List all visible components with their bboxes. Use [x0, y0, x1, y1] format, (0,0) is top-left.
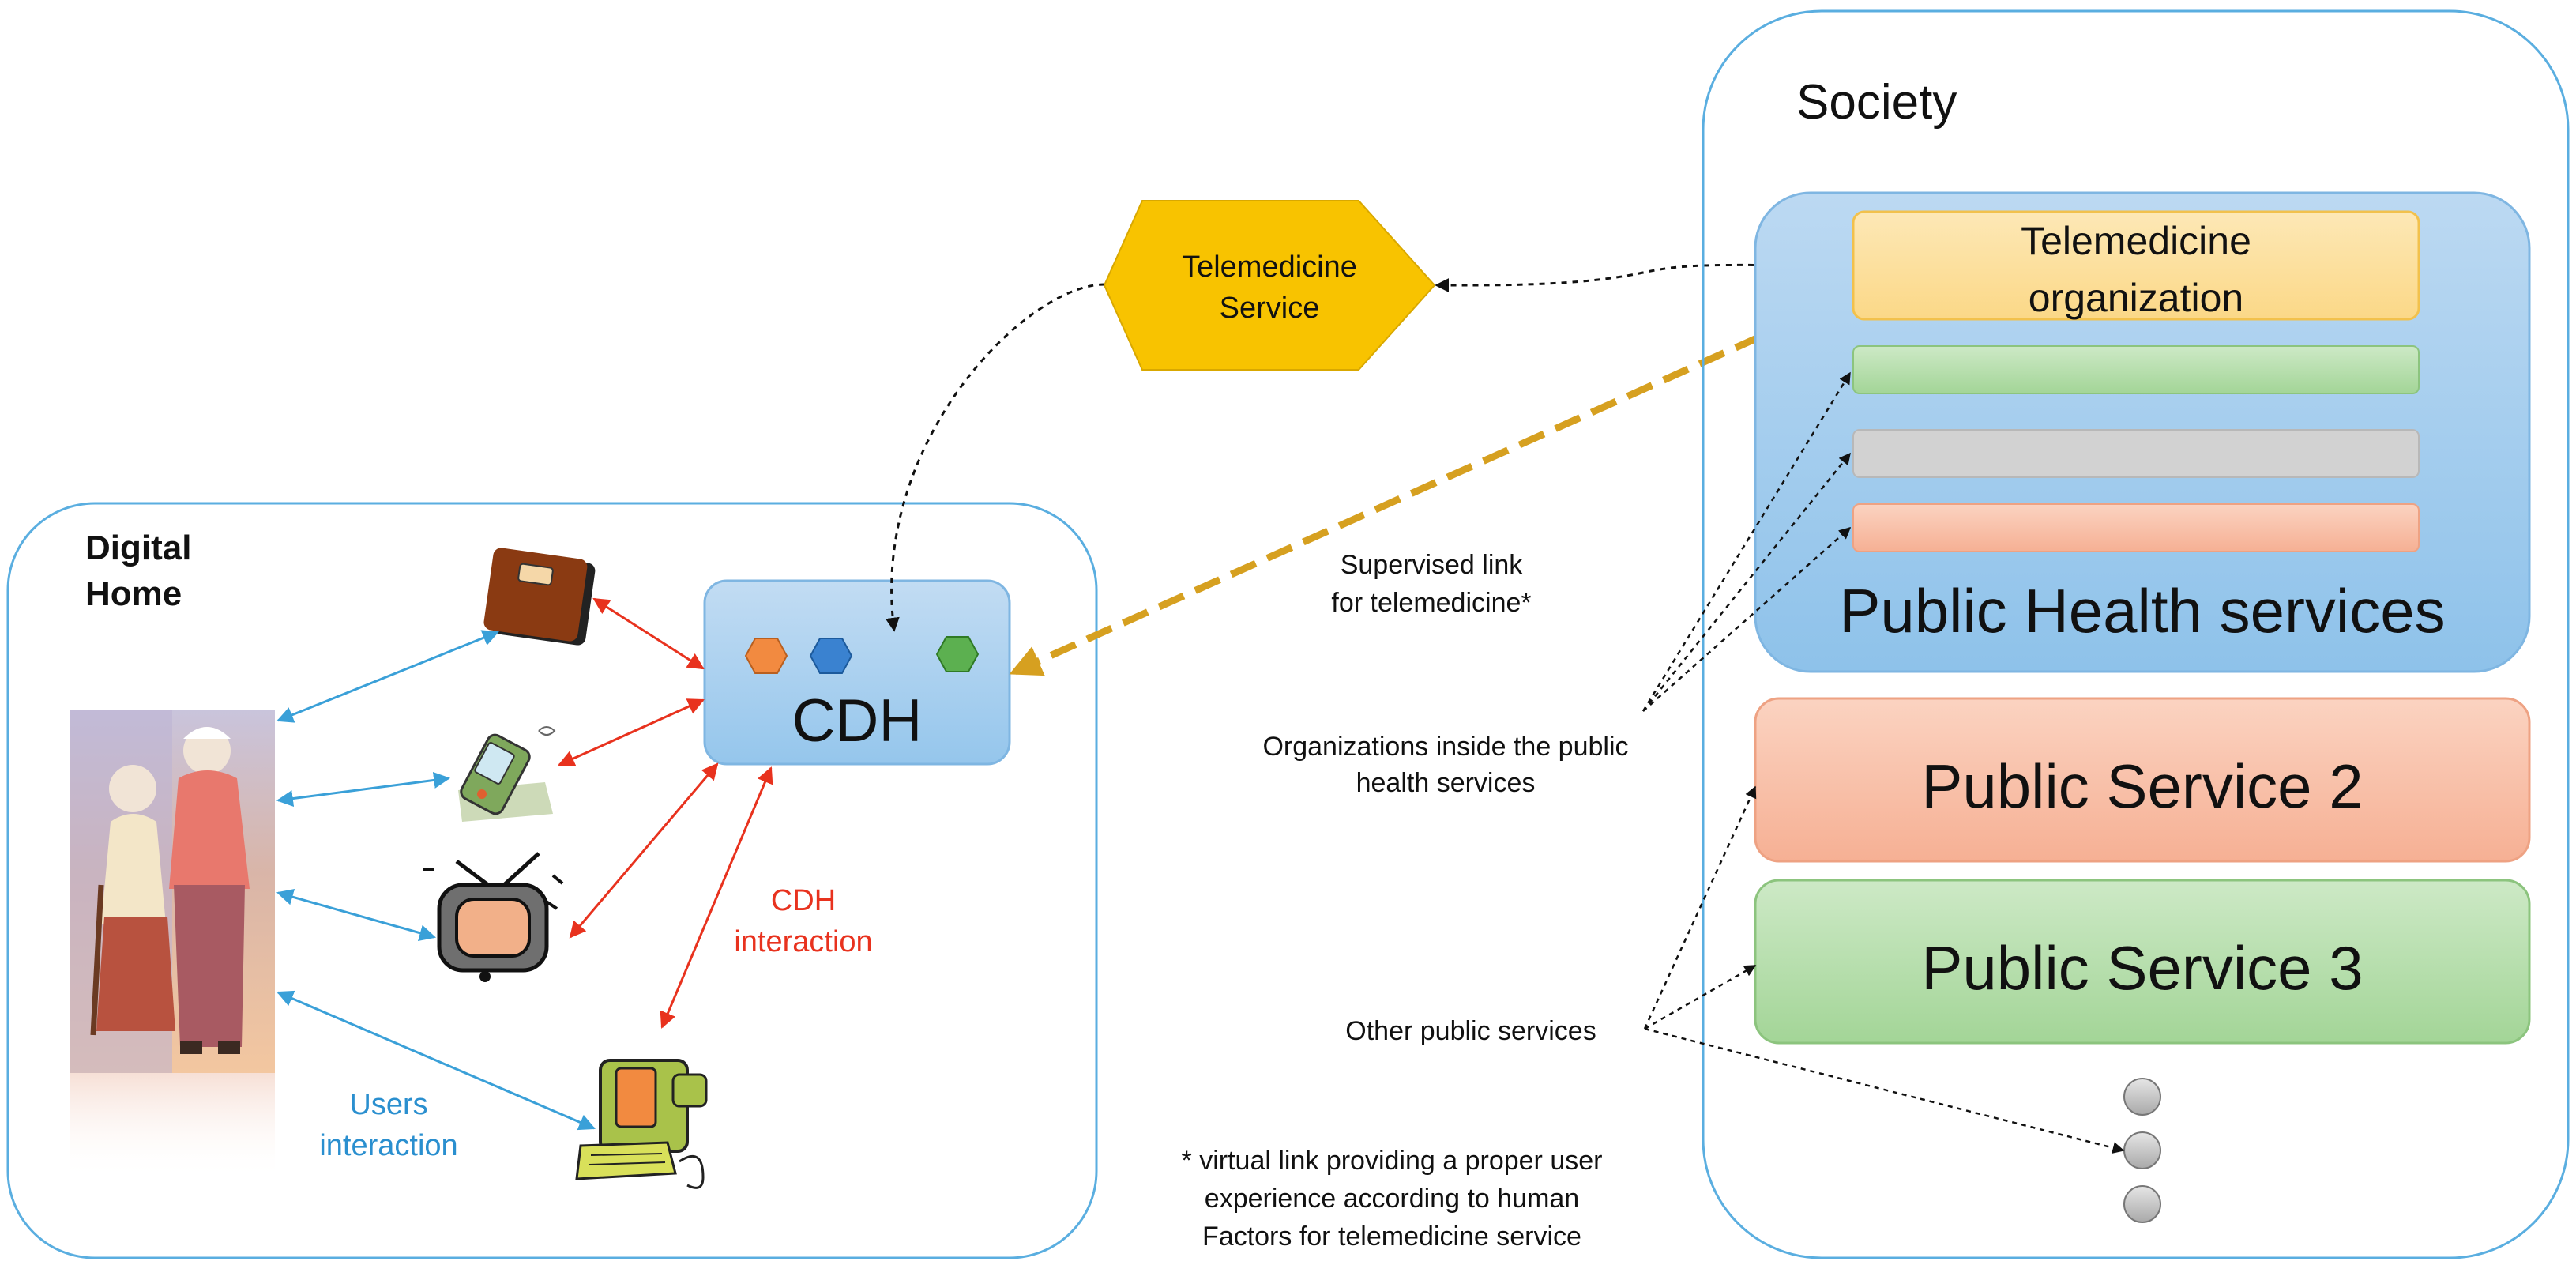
user-arrow-computer	[276, 990, 596, 1131]
public-service-3-box: Public Service 3	[1754, 879, 2531, 1045]
organizations-line1: Organizations inside the public	[1262, 732, 1628, 762]
supervised-link	[1009, 292, 1856, 676]
supervised-link-line1: Supervised link	[1341, 550, 1524, 580]
blue-hexagon-icon	[809, 638, 853, 674]
public-health-services-box: Telemedicine organization Public Health …	[1754, 191, 2531, 673]
cdh-box: CDH	[703, 579, 1011, 766]
elderly-couple-icon	[70, 710, 275, 1180]
telemedicine-service-hexagon: Telemedicine Service	[1103, 200, 1436, 371]
gray-organization-bar	[1852, 429, 2420, 478]
public-health-label: Public Health services	[1839, 576, 2445, 646]
scale-icon	[483, 548, 596, 646]
telemedicine-org-line1: Telemedicine	[2021, 219, 2251, 263]
cdh-interaction-line2: interaction	[734, 925, 872, 958]
footnote-line1: * virtual link providing a proper user	[1182, 1146, 1603, 1176]
cdh-arrow-scale	[592, 597, 705, 670]
org-to-telemedicine-link	[1435, 263, 1854, 293]
footnote-line3: Factors for telemedicine service	[1202, 1222, 1581, 1252]
orange-hexagon-icon	[744, 638, 788, 674]
society-frame	[1702, 9, 2570, 1259]
more-dot-1	[2123, 1078, 2161, 1116]
more-dot-3	[2123, 1185, 2161, 1223]
telemedicine-service-line2: Service	[1220, 292, 1320, 325]
user-arrow-tv	[276, 889, 437, 941]
public-service-2-label: Public Service 2	[1921, 751, 2363, 821]
cdh-label: CDH	[792, 687, 923, 755]
cdh-arrow-tv	[569, 762, 719, 939]
users-interaction-line1: Users	[349, 1088, 427, 1121]
cdh-interaction-line1: CDH	[771, 884, 836, 917]
digital-home-frame	[6, 502, 1098, 1259]
society-title: Society	[1796, 75, 1957, 130]
digital-home-title-line1: Digital	[85, 529, 191, 567]
other-arrow-ps2	[1643, 785, 1757, 1030]
user-arrow-pda	[276, 772, 451, 807]
other-public-services: Other public services	[1345, 1016, 1596, 1046]
cdh-arrow-computer	[660, 766, 773, 1029]
org-arrow-orange	[1642, 527, 1852, 712]
digital-home-title-line2: Home	[85, 574, 182, 613]
telemedicine-organization-box	[1852, 210, 2420, 321]
public-service-2-box: Public Service 2	[1754, 697, 2531, 863]
orange-organization-bar	[1852, 503, 2420, 552]
other-arrow-more	[1644, 1027, 2125, 1154]
telemedicine-service-line1: Telemedicine	[1182, 250, 1357, 284]
telemedicine-org-line2: organization	[2029, 276, 2243, 320]
org-arrow-gray	[1642, 452, 1851, 712]
more-dot-2	[2123, 1131, 2161, 1169]
supervised-link-line2: for telemedicine*	[1331, 588, 1531, 618]
cdh-arrow-pda	[558, 698, 705, 766]
pda-icon	[458, 726, 556, 822]
user-arrow-scale	[276, 630, 499, 723]
organizations-line2: health services	[1356, 768, 1536, 798]
green-hexagon-icon	[935, 636, 980, 672]
users-interaction-line2: interaction	[319, 1129, 457, 1162]
green-organization-bar	[1852, 345, 2420, 394]
other-arrow-ps3	[1644, 964, 1757, 1030]
tv-icon	[423, 852, 564, 982]
public-service-3-label: Public Service 3	[1921, 933, 2363, 1003]
telemedicine-to-cdh-link	[885, 283, 1105, 632]
computer-icon	[575, 1059, 708, 1189]
footnote-line2: experience according to human	[1205, 1184, 1579, 1214]
